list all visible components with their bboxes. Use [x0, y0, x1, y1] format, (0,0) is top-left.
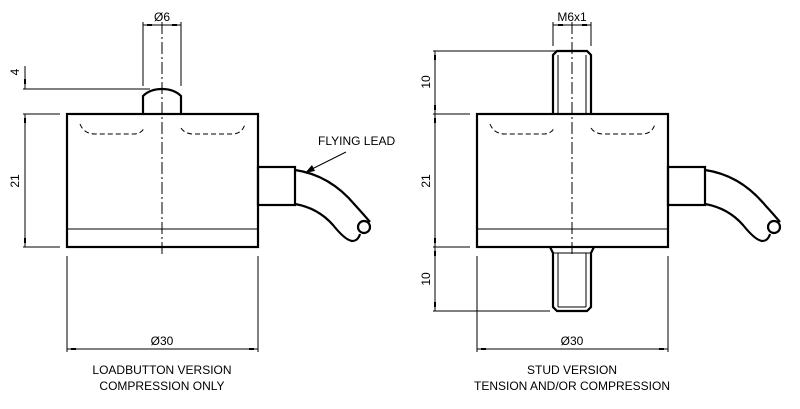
flying-lead-cable-end	[356, 219, 372, 235]
dim-tick	[71, 348, 76, 350]
dim-tick	[582, 24, 587, 26]
view-caption-subtitle: TENSION AND/OR COMPRESSION	[474, 379, 670, 393]
hidden-recess-left	[489, 123, 555, 135]
dim-body-diameter: Ø30	[561, 334, 584, 348]
dim-body-diameter: Ø30	[151, 334, 174, 348]
bottom-threaded-stud	[549, 246, 595, 313]
dim-tick	[558, 24, 563, 26]
flying-lead-cable-end	[766, 219, 782, 235]
dim-body-height: 21	[8, 174, 22, 188]
dim-tick	[172, 24, 177, 26]
dim-tick	[24, 118, 26, 123]
dim-tick	[434, 118, 436, 123]
flying-lead-label: FLYING LEAD	[318, 134, 395, 148]
dim-button-diameter: Ø6	[154, 10, 170, 24]
view-caption-title: LOADBUTTON VERSION	[92, 363, 231, 377]
flying-lead-cable-bottom	[294, 202, 362, 243]
dim-bottom-stud-length: 10	[419, 272, 433, 286]
dim-tick	[434, 302, 436, 307]
dim-tick	[24, 79, 26, 84]
dim-body-height: 21	[419, 174, 433, 188]
flying-lead-cable-top	[294, 168, 371, 223]
dim-tick	[434, 55, 436, 60]
dim-tick	[481, 348, 486, 350]
dim-top-stud-length: 10	[419, 75, 433, 89]
hidden-recess-left	[79, 123, 145, 135]
dim-tick	[147, 24, 152, 26]
dim-button-height: 4	[8, 68, 22, 75]
dim-tick	[434, 105, 436, 110]
flying-lead-cable-top	[704, 168, 781, 223]
hidden-recess-right	[180, 123, 246, 135]
view-caption-title: STUD VERSION	[527, 363, 617, 377]
callout-leader	[309, 151, 347, 171]
callout-arrowhead	[305, 165, 315, 173]
dim-tick	[434, 251, 436, 256]
flying-lead-cable-bottom	[704, 202, 772, 243]
dim-tick	[24, 238, 26, 243]
hidden-recess-right	[590, 123, 656, 135]
cable-connector	[256, 165, 297, 207]
cable-connector	[666, 165, 707, 207]
view-caption-subtitle: COMPRESSION ONLY	[99, 379, 224, 393]
dim-tick	[434, 238, 436, 243]
loadbutton-view: FLYING LEAD Ø6 4 21 Ø30 LOADBUTTON VERSI…	[8, 10, 395, 393]
stud-view: M6x1 10 21 10 Ø30 STUD VERSION TENSION A…	[419, 10, 782, 393]
dim-tick	[659, 348, 664, 350]
dim-thread-size: M6x1	[557, 10, 587, 24]
dim-tick	[249, 348, 254, 350]
